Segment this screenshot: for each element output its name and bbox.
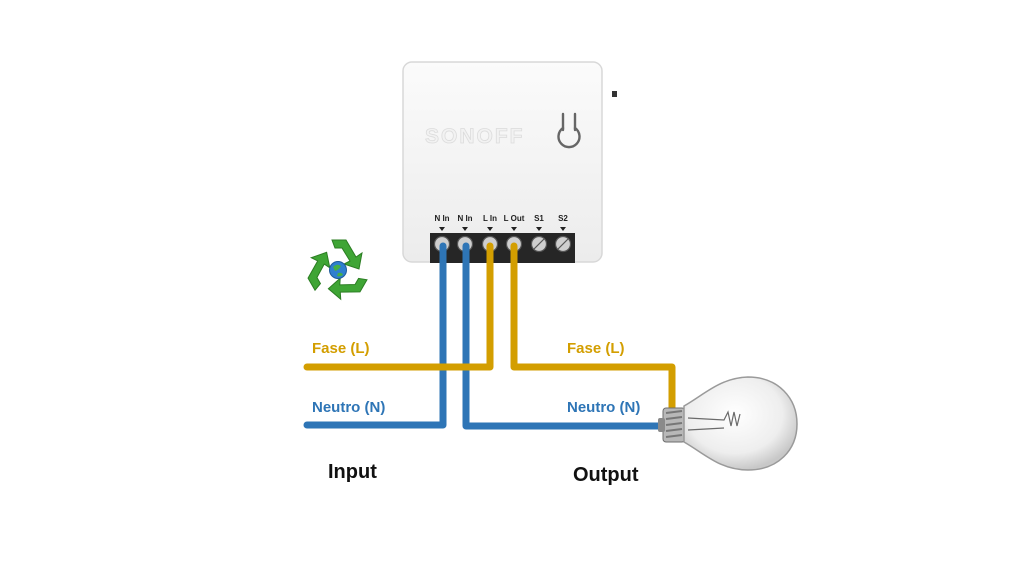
- terminal-label: S2: [558, 214, 568, 223]
- input-phase-wire: [303, 242, 494, 371]
- device-brand: SONOFF: [425, 125, 525, 148]
- terminal-arrows: [439, 227, 566, 231]
- terminal-label: L In: [483, 214, 497, 223]
- light-bulb-icon: [658, 376, 798, 471]
- bulb-base: [658, 407, 686, 443]
- terminal-label: N In: [434, 214, 449, 223]
- bulb-glass: [683, 376, 798, 471]
- terminal-block: [430, 233, 575, 263]
- input-heading: Input: [328, 461, 377, 483]
- power-icon: [557, 112, 581, 149]
- output-neutral-wire: [462, 242, 670, 430]
- bulb-filament: [687, 410, 741, 431]
- terminal-label: L Out: [504, 214, 525, 223]
- output-heading: Output: [573, 464, 639, 486]
- output-neutral-label: Neutro (N): [567, 399, 640, 416]
- terminal-label: S1: [534, 214, 544, 223]
- recycle-icon: [307, 239, 368, 301]
- terminal-labels: N In N In L In L Out S1 S2: [434, 214, 568, 223]
- input-neutral-wire: [303, 242, 447, 429]
- output-phase-wire: [510, 242, 676, 416]
- output-phase-label: Fase (L): [567, 340, 625, 357]
- wire-labels: Fase (L) Neutro (N) Fase (L) Neutro (N): [312, 340, 640, 416]
- input-neutral-label: Neutro (N): [312, 399, 385, 416]
- device-body: [402, 61, 603, 263]
- sonoff-device: SONOFF N In N In L In L Out S1 S2: [402, 61, 617, 263]
- input-phase-label: Fase (L): [312, 340, 370, 357]
- wires: [303, 242, 676, 430]
- terminal-label: N In: [457, 214, 472, 223]
